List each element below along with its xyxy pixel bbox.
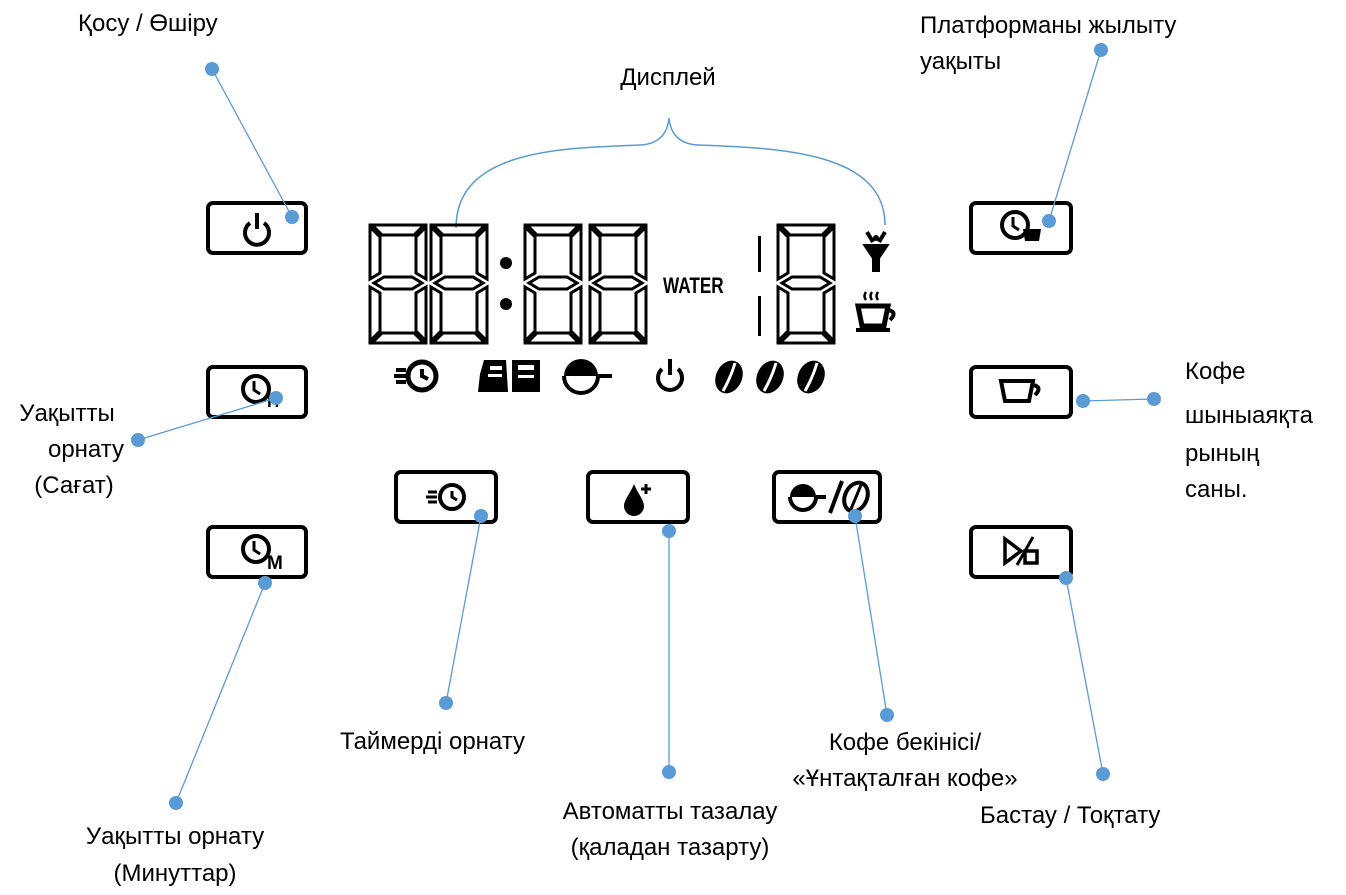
display-panel: WATER WATER xyxy=(368,117,896,400)
timer-icon xyxy=(394,359,439,393)
display-brace xyxy=(455,117,886,229)
clock-cup-icon xyxy=(1000,210,1041,241)
leader-dot xyxy=(662,765,676,779)
leader-dot xyxy=(848,509,862,523)
svg-text:M: M xyxy=(267,553,283,574)
water-indicator-ghost: WATER xyxy=(725,289,789,309)
cups-digit xyxy=(758,223,836,345)
strength-bean-icon xyxy=(708,354,832,400)
label-bean-ground-1: Кофе бекінісі/ xyxy=(828,729,982,756)
digit-minute-tens xyxy=(523,223,583,345)
digit-minute-ones xyxy=(588,223,648,345)
label-auto-clean-1: Автоматты тазалау xyxy=(562,798,778,825)
timer-icon xyxy=(426,483,466,511)
leader-dot xyxy=(269,391,283,405)
cup-icon xyxy=(998,379,1041,403)
digit-hour-ones xyxy=(429,223,489,345)
timer-button[interactable] xyxy=(394,470,498,524)
leader-dot xyxy=(1147,392,1161,406)
label-bean-ground-2: «Ұнтақталған кофе» xyxy=(792,765,1018,792)
bean-icon xyxy=(512,360,540,392)
power-icon xyxy=(656,359,684,392)
bean-ground-button[interactable] xyxy=(772,470,882,524)
label-set-hour-3: (Сағат) xyxy=(34,472,114,499)
colon-dot-bottom xyxy=(500,298,512,310)
time-digits xyxy=(368,223,648,345)
cups-button[interactable] xyxy=(969,365,1073,419)
digit-hour-tens xyxy=(368,223,428,345)
leader-dot xyxy=(1096,767,1110,781)
label-set-minute-2: (Минуттар) xyxy=(113,860,237,887)
drop-sparkle-icon xyxy=(624,484,651,516)
label-timer: Таймерді орнату xyxy=(340,728,526,755)
leader-dots xyxy=(131,43,1161,810)
label-cups-3: рының xyxy=(1185,440,1260,467)
label-power: Қосу / Өшіру xyxy=(78,10,218,37)
set-hour-button[interactable]: H xyxy=(206,365,308,419)
label-display: Дисплей xyxy=(620,64,716,91)
label-start-stop: Бастау / Тоқтату xyxy=(980,802,1161,829)
label-set-hour-2: орнату xyxy=(47,436,125,463)
label-set-hour-1: Уақытты xyxy=(19,400,115,427)
label-cups-2: шыныаяқта xyxy=(1185,402,1313,429)
set-minute-button[interactable]: M xyxy=(206,525,308,579)
leader-lines xyxy=(137,49,1155,804)
leader-dot xyxy=(205,62,219,76)
label-auto-clean-2: (қаладан тазарту) xyxy=(570,834,770,861)
grind-icon xyxy=(478,360,508,392)
leader-dot xyxy=(439,696,453,710)
label-plate-heat-1: Платформаны жылыту xyxy=(920,12,1177,39)
leader-dot xyxy=(1094,43,1108,57)
leader-dot xyxy=(474,509,488,523)
leader-dot xyxy=(169,796,183,810)
filter-icon xyxy=(862,230,890,272)
leader-dot xyxy=(1042,214,1056,228)
cup-steam-icon xyxy=(854,291,896,332)
power-button[interactable] xyxy=(206,201,308,255)
leader-dot xyxy=(131,433,145,447)
leader-dot xyxy=(285,210,299,224)
leader-dot xyxy=(258,576,272,590)
clock-m-icon: M xyxy=(241,534,283,574)
auto-clean-button[interactable] xyxy=(586,470,690,524)
plate-heat-button[interactable] xyxy=(969,201,1073,255)
leader-dot xyxy=(1076,394,1090,408)
leader-dot xyxy=(880,708,894,722)
leader-dot xyxy=(1059,571,1073,585)
label-set-minute-1: Уақытты орнату xyxy=(85,823,265,850)
water-indicator: WATER xyxy=(663,274,724,299)
power-icon xyxy=(243,221,271,247)
label-plate-heat-2: уақыты xyxy=(920,48,1002,75)
label-cups-4: саны. xyxy=(1185,476,1248,503)
start-stop-button[interactable] xyxy=(969,525,1073,579)
play-stop-icon xyxy=(1003,535,1039,567)
bean-scoop-icon xyxy=(562,359,612,395)
bean-ground-icon xyxy=(788,480,870,514)
leader-dot xyxy=(662,524,676,538)
colon-dot-top xyxy=(500,257,512,269)
label-cups-1: Кофе xyxy=(1185,358,1246,385)
